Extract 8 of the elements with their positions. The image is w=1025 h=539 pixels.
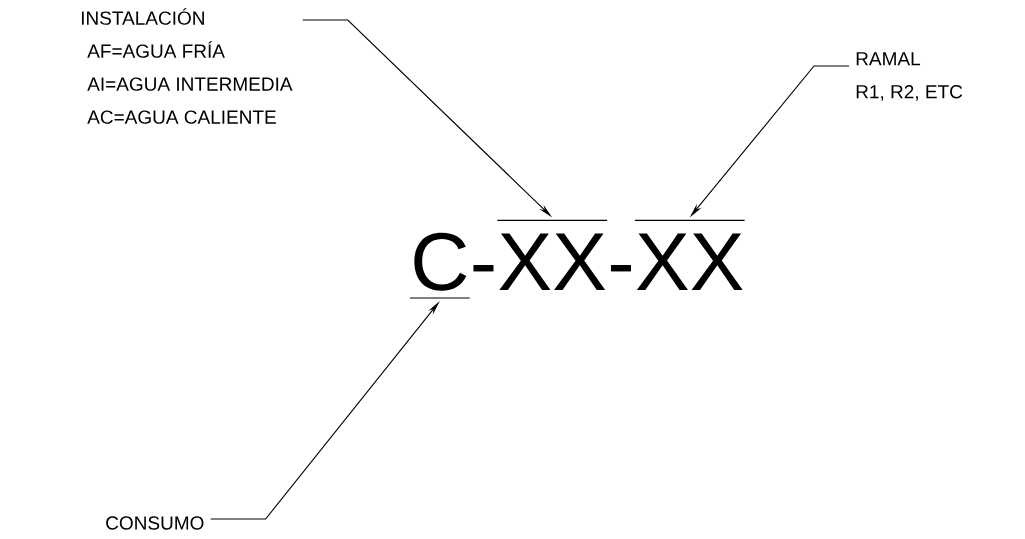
- code-hyphen: -: [610, 265, 631, 272]
- code-hyphen: -: [473, 265, 494, 272]
- code-field: XX: [636, 233, 743, 290]
- label-text: CONSUMO: [106, 516, 204, 530]
- label-text: INSTALACIÓN AF=AGUA FRÍA AI=AGUA INTERMEDIA AC=AGUA CALIENTE: [81, 8, 293, 124]
- code-field: XX: [499, 233, 606, 290]
- code-letter: C: [414, 232, 467, 291]
- label-text: RAMAL R1, R2, ETC: [856, 52, 963, 101]
